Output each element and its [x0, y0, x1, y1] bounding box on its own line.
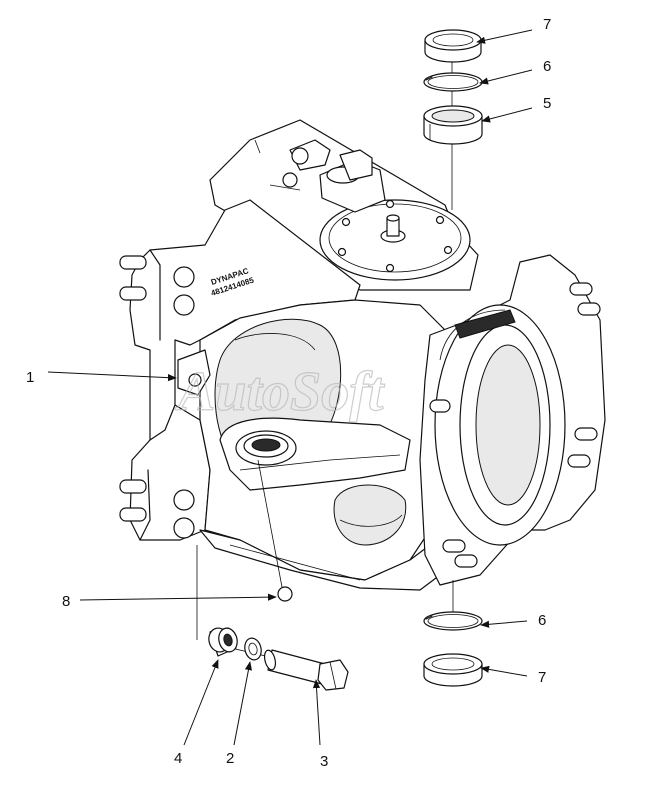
leader-2 — [233, 661, 253, 746]
leader-6-top — [479, 69, 533, 85]
bracket-studs — [119, 255, 195, 539]
housing-assembly: DYNAPAC 4812414085 — [119, 119, 606, 640]
flange-bolts — [429, 282, 601, 568]
callout-7-top: 7 — [543, 16, 551, 33]
callout-labels: 7 6 5 1 8 6 7 4 2 3 — [26, 16, 551, 770]
seal-ring-bottom — [423, 653, 483, 687]
leader-7-bottom — [480, 665, 528, 677]
leader-5 — [481, 107, 533, 123]
callout-6-top: 6 — [543, 58, 551, 75]
callout-leaders — [47, 29, 533, 746]
washer — [244, 637, 262, 661]
leader-3 — [312, 679, 321, 746]
callout-4: 4 — [174, 750, 182, 767]
spacer-bushing — [208, 627, 238, 657]
leader-1 — [47, 371, 177, 382]
bottom-seal-stack — [423, 580, 483, 687]
ball — [277, 586, 293, 602]
leader-8 — [79, 593, 277, 601]
leader-4 — [183, 659, 219, 746]
lower-fastener-stack — [208, 459, 349, 691]
callout-3: 3 — [320, 753, 328, 770]
top-bearing-stack — [423, 29, 483, 210]
watermark: AutoSoft — [175, 361, 385, 423]
bearing — [423, 105, 483, 145]
snap-ring-top — [423, 72, 483, 92]
callout-2: 2 — [226, 750, 234, 767]
callout-6-bottom: 6 — [538, 612, 546, 629]
seal-ring-top — [424, 29, 482, 63]
callout-5: 5 — [543, 95, 551, 112]
callout-8: 8 — [62, 593, 70, 610]
snap-ring-bottom — [423, 611, 483, 631]
leader-7-top — [476, 29, 533, 44]
callout-7-bottom: 7 — [538, 669, 546, 686]
leader-6-bottom — [480, 620, 528, 628]
cover-bolts — [337, 199, 453, 273]
callout-1: 1 — [26, 369, 34, 386]
bolt — [263, 649, 349, 691]
